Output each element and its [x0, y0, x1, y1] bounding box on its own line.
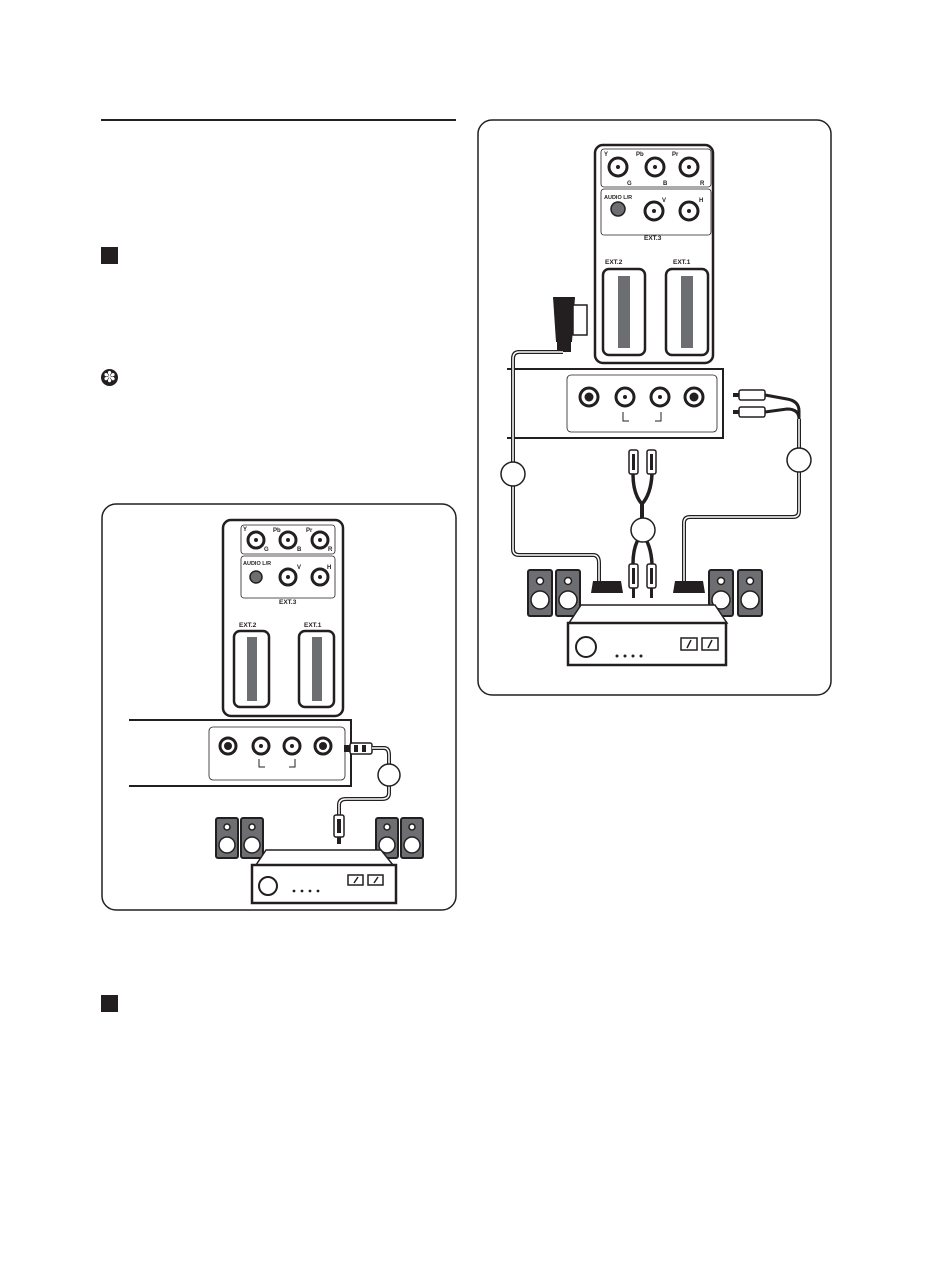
tip-asterisk-icon: ✽ [101, 369, 118, 386]
connection-diagram-scart-audio: Y Pb Pr G B R AUDIO L/R V H EXT.3 EXT.2 … [477, 119, 832, 696]
diagram-frame [477, 119, 832, 696]
label-b: B [297, 547, 302, 553]
amplifier-with-speakers [527, 569, 763, 667]
step-marker-circle [500, 461, 526, 487]
black-square-icon [101, 247, 118, 264]
label-y: Y [604, 152, 608, 158]
label-ext3: EXT.3 [644, 235, 662, 242]
label-pr: Pr [306, 528, 313, 534]
label-pb: Pb [273, 528, 281, 534]
label-ext2: EXT.2 [239, 622, 257, 629]
connection-diagram-digital-audio: Y Pb Pr G B R AUDIO L/R V H EXT.3 EXT.2 … [101, 503, 457, 911]
label-h: H [327, 565, 331, 571]
black-square-icon [101, 995, 118, 1012]
digital-audio-cable [333, 742, 401, 844]
label-audio-lr: AUDIO L/R [243, 561, 271, 567]
step-marker-circle [786, 447, 812, 473]
label-r: R [328, 547, 333, 553]
label-audio-lr: AUDIO L/R [604, 195, 632, 201]
step-marker-circle [377, 763, 401, 787]
tv-connector-panel: Y Pb Pr G B R AUDIO L/R V H EXT.3 EXT.2 … [593, 143, 715, 365]
tv-connector-panel: Y Pb Pr G B R AUDIO L/R V H EXT.3 EXT.2 … [221, 518, 345, 718]
scart-cable [500, 297, 623, 593]
step-marker-circle [630, 517, 656, 543]
label-h: H [699, 198, 703, 204]
label-y: Y [243, 527, 247, 533]
label-pb: Pb [636, 152, 644, 158]
label-g: G [627, 181, 632, 187]
label-r: R [700, 181, 705, 187]
label-b: B [663, 181, 668, 187]
label-ext3: EXT.3 [279, 599, 297, 606]
label-v: V [662, 198, 666, 204]
label-ext1: EXT.1 [304, 622, 322, 629]
audio-output-strip [507, 368, 724, 439]
label-ext2: EXT.2 [605, 259, 623, 266]
cinch-to-scart-cable [673, 389, 812, 593]
amplifier-with-speakers [215, 817, 424, 905]
label-g: G [264, 547, 269, 553]
label-ext1: EXT.1 [673, 259, 691, 266]
section-rule [101, 119, 456, 121]
label-pr: Pr [672, 152, 679, 158]
cinch-audio-cable-middle [628, 449, 657, 598]
label-v: V [297, 565, 301, 571]
